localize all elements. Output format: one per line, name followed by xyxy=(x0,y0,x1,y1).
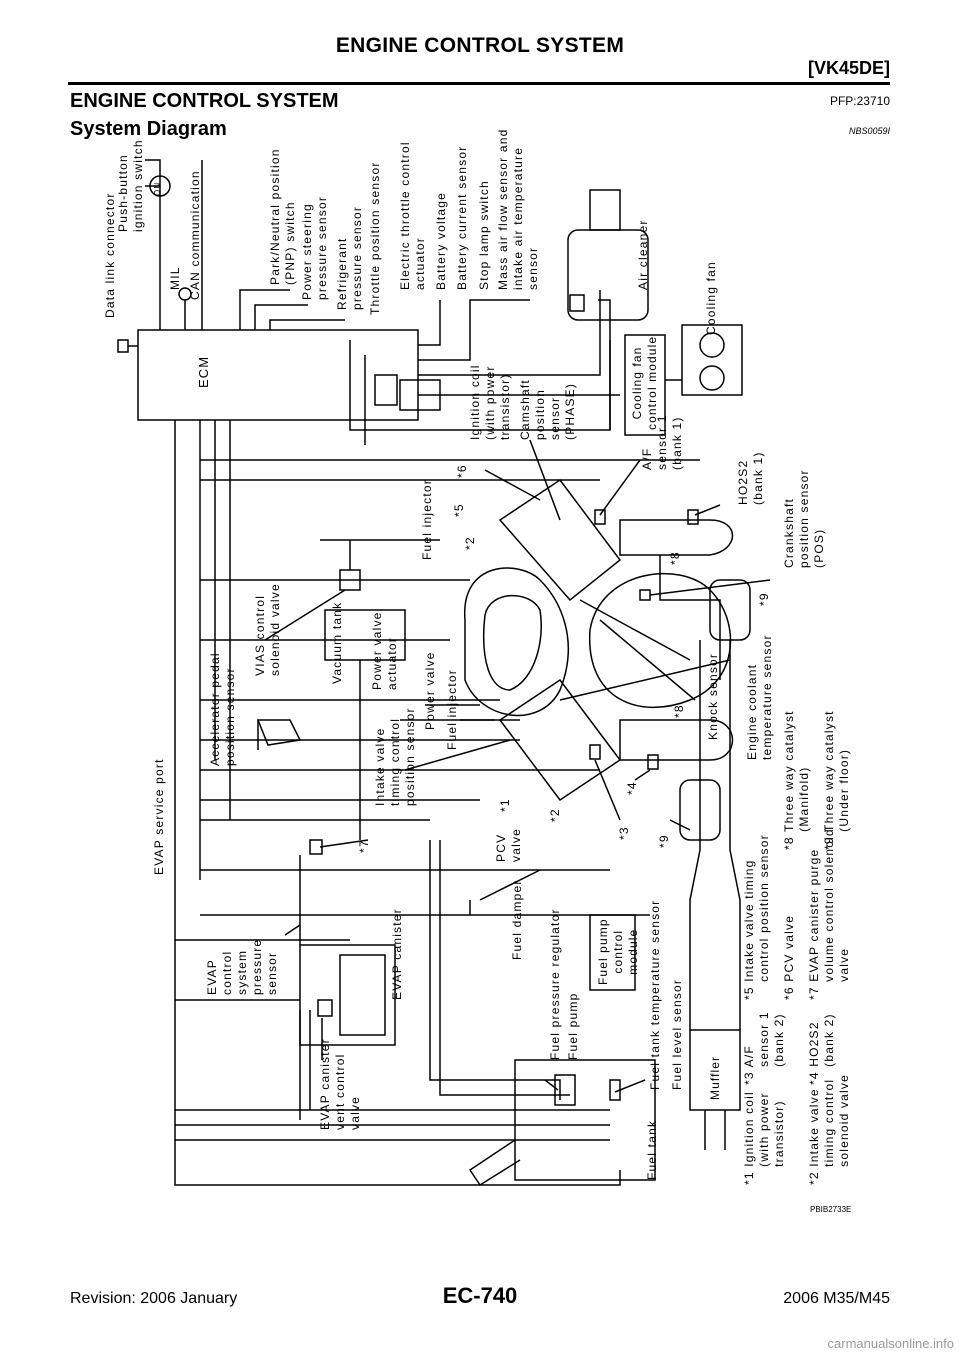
marker-9b: *9 xyxy=(657,834,671,848)
label-can: CAN communication xyxy=(188,170,202,300)
label-fuel-tank: Fuel tank xyxy=(645,1119,659,1180)
fuel-pump-module-label: Fuel pump control module xyxy=(596,918,640,985)
label-pcv: PCV valve xyxy=(494,827,523,862)
marker-3: *3 xyxy=(617,826,631,840)
footer-model: 2006 M35/M45 xyxy=(783,1290,890,1307)
marker-8a: *8 xyxy=(668,551,682,565)
marker-9a: *9 xyxy=(757,592,771,606)
marker-7: *7 xyxy=(357,839,371,853)
label-batt-v: Battery voltage xyxy=(434,191,448,290)
subsection-title: System Diagram xyxy=(70,118,227,140)
label-fuel-injector: Fuel injector xyxy=(445,669,459,750)
section-code: PFP:23710 xyxy=(829,94,890,108)
label-evap-pressure: EVAP control system pressure sensor xyxy=(205,938,279,995)
data-link-connector-icon xyxy=(117,339,129,353)
label-tps: Throttle position sensor xyxy=(368,161,382,315)
legend-note-3: *3 A/F sensor 1 (bank 2) xyxy=(742,1011,786,1085)
muffler-box xyxy=(689,1029,741,1111)
marker-5: *5 xyxy=(452,503,466,517)
subsection-code: NBS0059I xyxy=(848,126,890,136)
footer-revision: Revision: 2006 January xyxy=(70,1290,238,1307)
legend-note-2: *2 Intake valve timing control solenoid … xyxy=(807,1074,851,1185)
marker-4: *4 xyxy=(625,781,639,795)
watermark: carmanualsonline.info xyxy=(827,1336,954,1351)
label-pnp: Park/Neutral position (PNP) switch xyxy=(268,148,297,285)
label-maf: Mass air flow sensor and intake air temp… xyxy=(496,128,540,290)
label-etc: Electric throttle control actuator xyxy=(398,141,427,290)
label-refrig: Refrigerant pressure sensor xyxy=(335,205,364,310)
label-power-valve: Power valve xyxy=(423,651,437,730)
label-stop: Stop lamp switch xyxy=(477,180,491,290)
label-power-valve-actuator: Power valve actuator xyxy=(370,611,399,690)
cooling-fan-module-box xyxy=(624,334,666,436)
label-vias: VIAS control solenoid valve xyxy=(253,583,282,676)
label-af-sensor-bank1: A/F sensor 1 (bank 1) xyxy=(640,414,684,470)
label-ect: Engine coolant temperature sensor xyxy=(745,634,774,760)
footer-page-number: EC-740 xyxy=(442,1283,518,1308)
label-ignition-coil: Ignition coil (with power transistor) xyxy=(468,364,512,440)
figure-id: PBIB2733E xyxy=(810,1205,852,1214)
label-ftt: Fuel tank temperature sensor xyxy=(648,899,662,1090)
ecm-label: ECM xyxy=(196,355,211,388)
page-header-title: ENGINE CONTROL SYSTEM xyxy=(335,34,625,57)
fuel-pump-module-box xyxy=(589,914,636,991)
label-camshaft: Camshaft position sensor (PHASE) xyxy=(518,379,577,440)
label-fuel-damper: Fuel damper xyxy=(510,879,524,960)
legend-note-6: *6 PCV valve xyxy=(782,914,796,1000)
evap-canister-box xyxy=(299,944,396,1046)
engine-model-tag: [VK45DE] xyxy=(807,58,890,78)
label-knock-sensor: Knock sensor xyxy=(706,652,720,740)
label-ps-sensor: Power steering pressure sensor xyxy=(300,195,329,300)
legend-note-7: *7 EVAP canister purge volume control so… xyxy=(807,828,851,1000)
label-evap-vent: EVAP canister vent control valve xyxy=(318,1038,362,1130)
label-cooling-fan: Cooling fan xyxy=(704,261,718,335)
label-accel-pedal: Accelerator pedal position sensor xyxy=(208,652,237,766)
muffler-label: Muffler xyxy=(708,1055,722,1100)
legend-note-8: *8 Three way catalyst (Manifold) xyxy=(782,710,811,850)
marker-8b: *8 xyxy=(672,704,686,718)
legend-note-1: *1 Ignition coil (with power transistor) xyxy=(742,1091,786,1185)
legend-note-9: *9 Three way catalyst (Under floor) xyxy=(822,710,851,850)
legend-note-4: *4 HO2S2 (bank 2) xyxy=(807,1013,836,1085)
marker-6: *6 xyxy=(455,464,469,478)
section-title: ENGINE CONTROL SYSTEM xyxy=(70,90,339,112)
marker-2b: *2 xyxy=(463,536,477,550)
legend-note-5: *5 Intake valve timing control position … xyxy=(742,834,771,1000)
header-rule xyxy=(68,82,890,85)
label-air-cleaner: Air cleaner xyxy=(636,219,650,290)
label-push-button: Push-button ignition switch xyxy=(116,139,145,232)
label-fls: Fuel level sensor xyxy=(670,978,684,1090)
label-ivt-position: Intake valve timing control position sen… xyxy=(373,707,417,806)
marker-2a: *2 xyxy=(548,808,562,822)
label-evap-canister: EVAP canister xyxy=(390,908,404,1000)
label-crankshaft: Crankshaft position sensor (POS) xyxy=(782,469,826,568)
label-ho2s2-bank1: HO2S2 (bank 1) xyxy=(736,451,765,505)
label-evap-port: EVAP service port xyxy=(152,758,166,875)
label-vacuum-tank: Vacuum tank xyxy=(330,601,344,684)
marker-1: *1 xyxy=(498,798,512,812)
label-fuel-injector-top: Fuel injector xyxy=(420,479,434,560)
label-fpr: Fuel pressure regulator xyxy=(548,908,562,1060)
label-mil: MIL xyxy=(168,266,182,290)
label-on: ON xyxy=(153,181,162,196)
label-fuel-pump: Fuel pump xyxy=(566,992,580,1061)
label-batt-i: Battery current sensor xyxy=(455,145,469,290)
